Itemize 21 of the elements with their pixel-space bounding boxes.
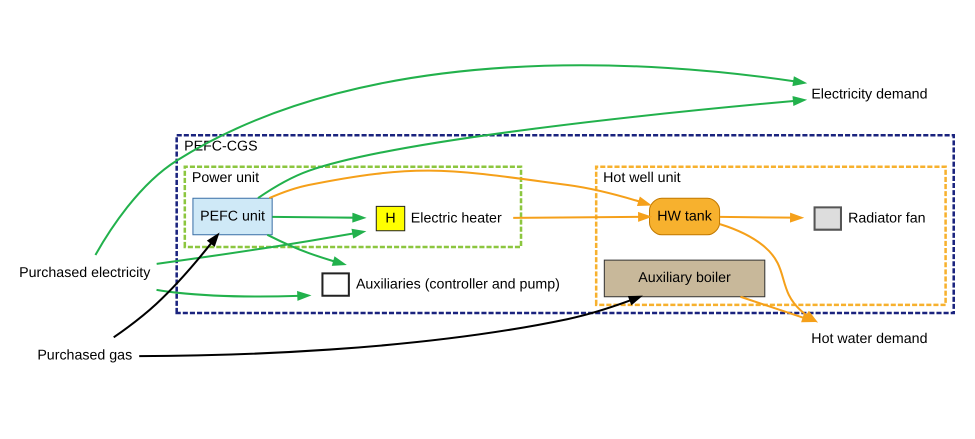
arrow: [113, 232, 220, 338]
node-text: Electricity demand: [811, 86, 928, 102]
arrow: [513, 212, 652, 222]
node-box: Auxiliary boiler: [604, 260, 766, 298]
node-label: Radiator fan: [848, 210, 926, 226]
arrow: [139, 296, 643, 358]
node-label: Electric heater: [410, 210, 502, 226]
node-box: PEFC unit: [192, 198, 273, 236]
node-label: Auxiliaries (controller and pump): [356, 276, 560, 292]
arrow: [156, 288, 312, 301]
node-text: Hot water demand: [811, 331, 928, 348]
arrow: [94, 64, 808, 256]
arrow: [268, 170, 652, 206]
arrow: [720, 212, 804, 223]
arrow: [266, 234, 347, 266]
arrow: [156, 228, 366, 265]
node-text: Purchased electricity: [19, 265, 150, 282]
arrow: [257, 96, 808, 199]
node-text: Purchased gas: [37, 347, 132, 364]
arrow: [272, 212, 367, 223]
node-box: HW tank: [649, 198, 720, 236]
